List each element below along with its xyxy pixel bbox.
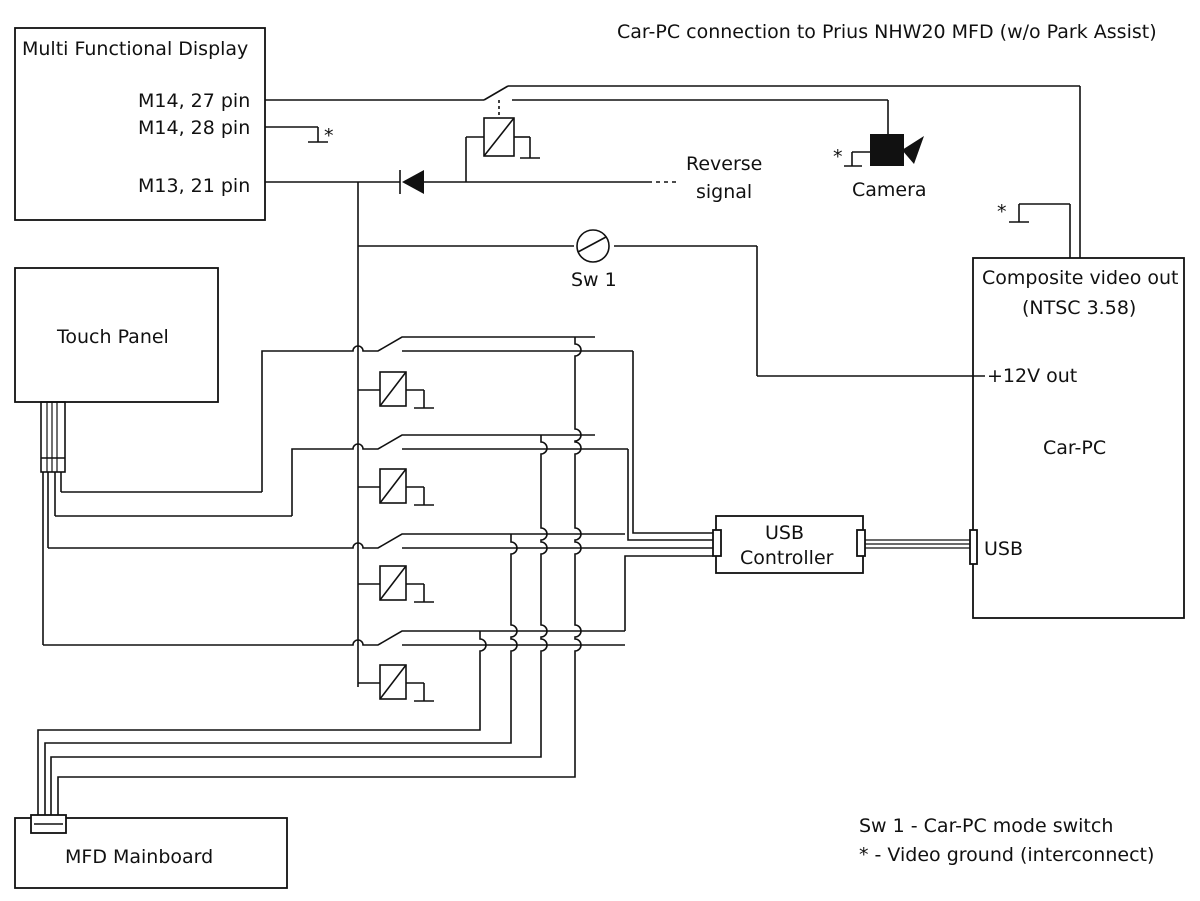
usb-controller-line2: Controller xyxy=(740,547,834,569)
relay-3 xyxy=(48,533,713,603)
diode-icon xyxy=(402,170,424,194)
car-pc-box: Composite video out (NTSC 3.58) +12V out… xyxy=(969,257,1185,619)
touch-panel-label: Touch Panel xyxy=(56,326,169,348)
ground-asterisk-m14-28: * xyxy=(324,125,334,147)
touch-panel-ribbon xyxy=(40,401,66,473)
reverse-signal-wiring: Reverse signal xyxy=(265,153,762,203)
reverse-signal-line2: signal xyxy=(696,181,752,203)
diagram-title: Car-PC connection to Prius NHW20 MFD (w/… xyxy=(617,21,1157,43)
mfd-pin-m14-27: M14, 27 pin xyxy=(138,90,250,112)
car-pc-label: Car-PC xyxy=(1043,437,1106,459)
usb-controller-box: USB Controller xyxy=(712,515,866,574)
relay-4 xyxy=(43,630,625,702)
control-bus xyxy=(357,182,985,687)
camera: * Camera xyxy=(833,134,927,201)
reverse-signal-line1: Reverse xyxy=(686,153,762,175)
reverse-relay xyxy=(465,100,540,182)
ground-asterisk-car-pc: * xyxy=(997,201,1007,223)
composite-video-wiring xyxy=(265,85,1081,258)
touch-panel-wires xyxy=(42,472,292,645)
ground-asterisk-camera: * xyxy=(833,146,843,168)
power-out-label: +12V out xyxy=(987,365,1077,387)
relay-1 xyxy=(261,336,633,482)
camera-label: Camera xyxy=(852,179,927,201)
car-pc-usb-label: USB xyxy=(984,538,1023,560)
mfd-box: Multi Functional Display M14, 27 pin M14… xyxy=(14,27,266,221)
note-sw1: Sw 1 - Car-PC mode switch xyxy=(859,815,1113,837)
touch-panel-box: Touch Panel xyxy=(14,267,219,473)
mfd-pin-m13-21: M13, 21 pin xyxy=(138,175,250,197)
sw1-switch: Sw 1 xyxy=(571,229,617,291)
usb-controller-wires xyxy=(624,351,713,631)
ntsc-label: (NTSC 3.58) xyxy=(1022,297,1136,319)
composite-video-label: Composite video out xyxy=(982,267,1179,289)
mfd-label: Multi Functional Display xyxy=(22,38,248,60)
mfd-mainboard-label: MFD Mainboard xyxy=(65,846,213,868)
sw1-label: Sw 1 xyxy=(571,269,617,291)
car-pc-ground: * xyxy=(997,201,1071,258)
usb-cable xyxy=(865,539,970,549)
mainboard-wires xyxy=(37,337,582,815)
mfd-pin-m14-28: M14, 28 pin xyxy=(138,117,250,139)
usb-controller-line1: USB xyxy=(765,522,804,544)
note-video-ground: * - Video ground (interconnect) xyxy=(859,844,1154,866)
m14-28-ground: * xyxy=(265,125,334,147)
relay-2 xyxy=(291,434,628,516)
mfd-mainboard-box: MFD Mainboard xyxy=(14,814,288,889)
car-pc-usb-port xyxy=(969,529,978,565)
